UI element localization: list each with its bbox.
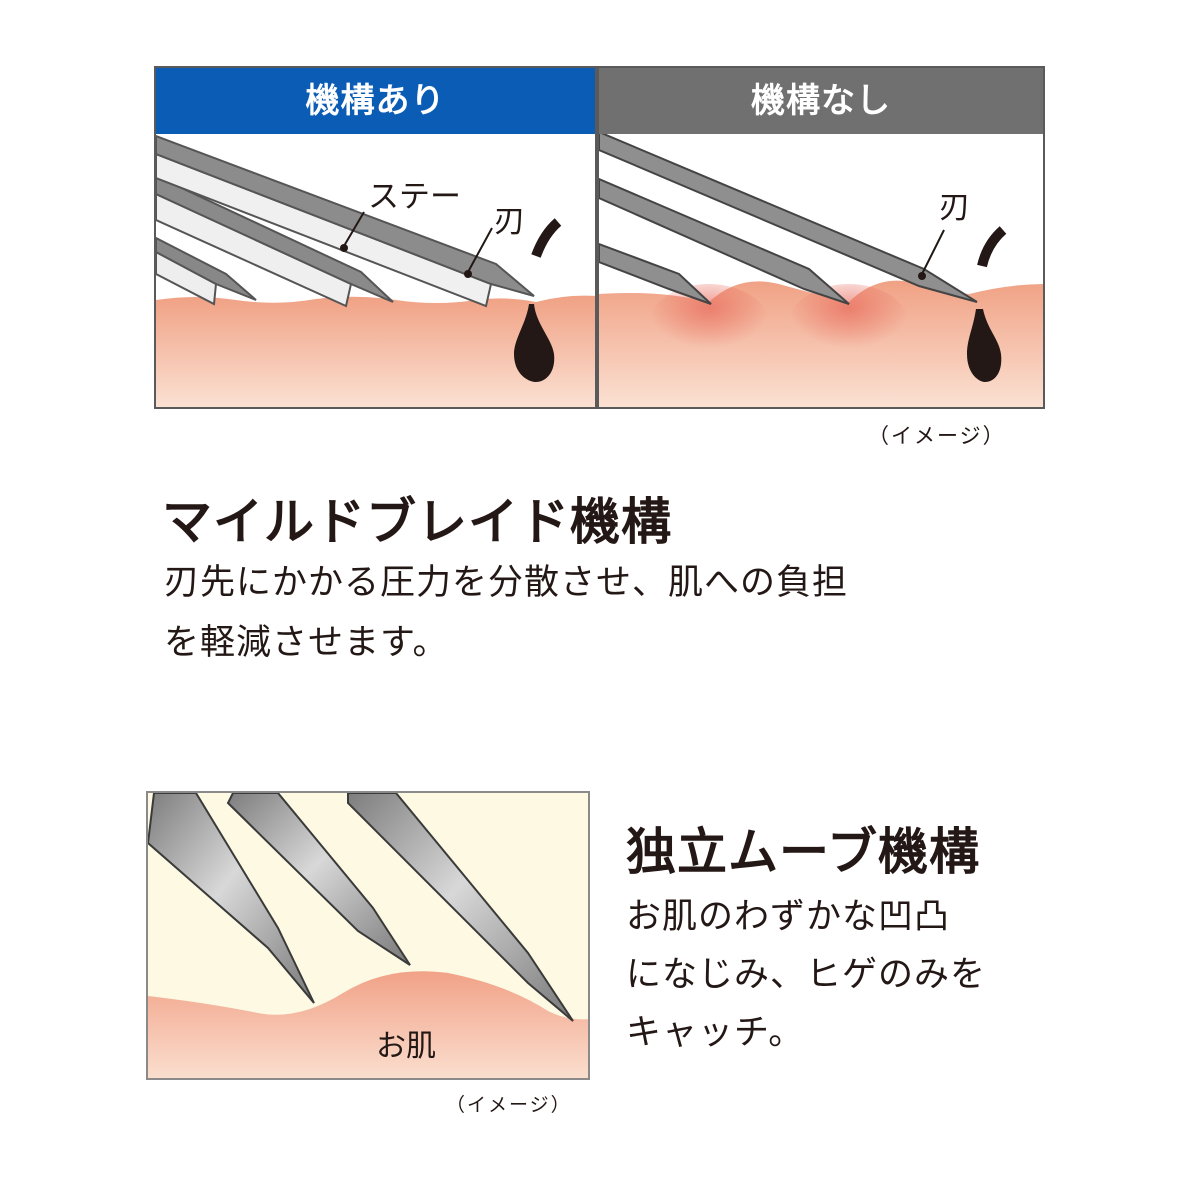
independent-move-description-line2: になじみ、ヒゲのみを: [626, 955, 987, 995]
with-mechanism-header: 機構あり: [156, 68, 595, 134]
independent-move-title: 独立ムーブ機構: [626, 823, 980, 881]
independent-move-diagram: お肌: [146, 791, 590, 1080]
independent-move-description-line1: お肌のわずかな凹凸: [626, 897, 951, 937]
without-mechanism-illustration: [599, 134, 1043, 407]
stay-label: ステー: [368, 179, 461, 215]
mild-blade-description-line2: を軽減させます。: [164, 623, 449, 663]
blade-label: 刃: [939, 190, 970, 226]
blade-label: 刃: [494, 204, 525, 240]
with-mechanism-panel: 機構あり ステー 刃: [154, 66, 597, 409]
mild-blade-title: マイルドブレイド機構: [162, 493, 672, 551]
without-mechanism-panel: 機構なし 刃: [597, 66, 1045, 409]
image-note: （イメージ）: [446, 1094, 572, 1116]
mild-blade-description-line1: 刃先にかかる圧力を分散させ、肌への負担: [164, 563, 849, 603]
independent-move-description-line3: キャッチ。: [626, 1013, 805, 1053]
image-note: （イメージ）: [868, 424, 1006, 448]
without-mechanism-header: 機構なし: [599, 68, 1043, 134]
skin-label: お肌: [376, 1029, 436, 1064]
with-mechanism-illustration: [156, 134, 595, 407]
